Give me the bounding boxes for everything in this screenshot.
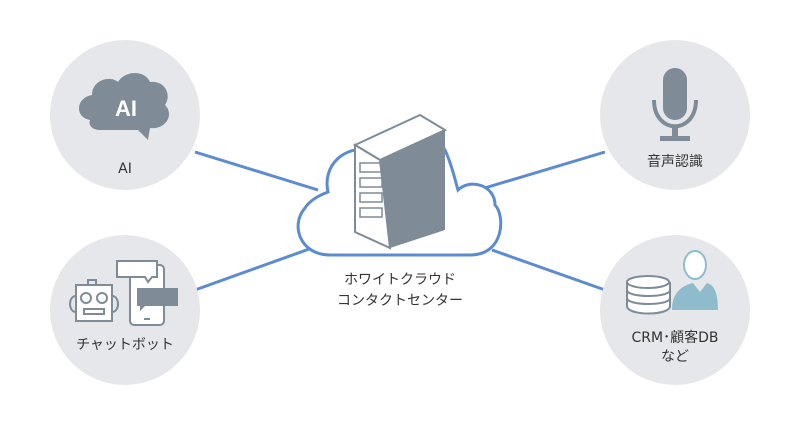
line-chatbot (194, 246, 313, 292)
crm-label-line2: など (661, 349, 689, 365)
person-icon (672, 250, 718, 310)
ai-icon-text: AI (115, 96, 137, 121)
robot-icon (69, 279, 119, 322)
center-label-line2: コンタクトセンター (337, 293, 463, 309)
ai-label: AI (118, 161, 132, 177)
ai-brain-icon: AI (78, 73, 170, 140)
line-crm (491, 248, 606, 292)
line-ai (194, 150, 319, 192)
microphone-icon (652, 68, 698, 141)
crm-label: CRM･顧客DB など (605, 329, 745, 367)
database-icon (626, 275, 671, 315)
center-label: ホワイトクラウド コンタクトセンター (310, 270, 490, 312)
smartphone-chat-icon (116, 260, 178, 326)
server-icon (352, 113, 448, 250)
line-voice (477, 150, 606, 192)
chatbot-label: チャットボット (76, 337, 174, 353)
crm-label-line1: CRM･顧客DB (631, 330, 719, 346)
center-label-line1: ホワイトクラウド (344, 272, 456, 288)
voice-label: 音声認識 (647, 154, 703, 170)
connector-lines (194, 150, 606, 292)
